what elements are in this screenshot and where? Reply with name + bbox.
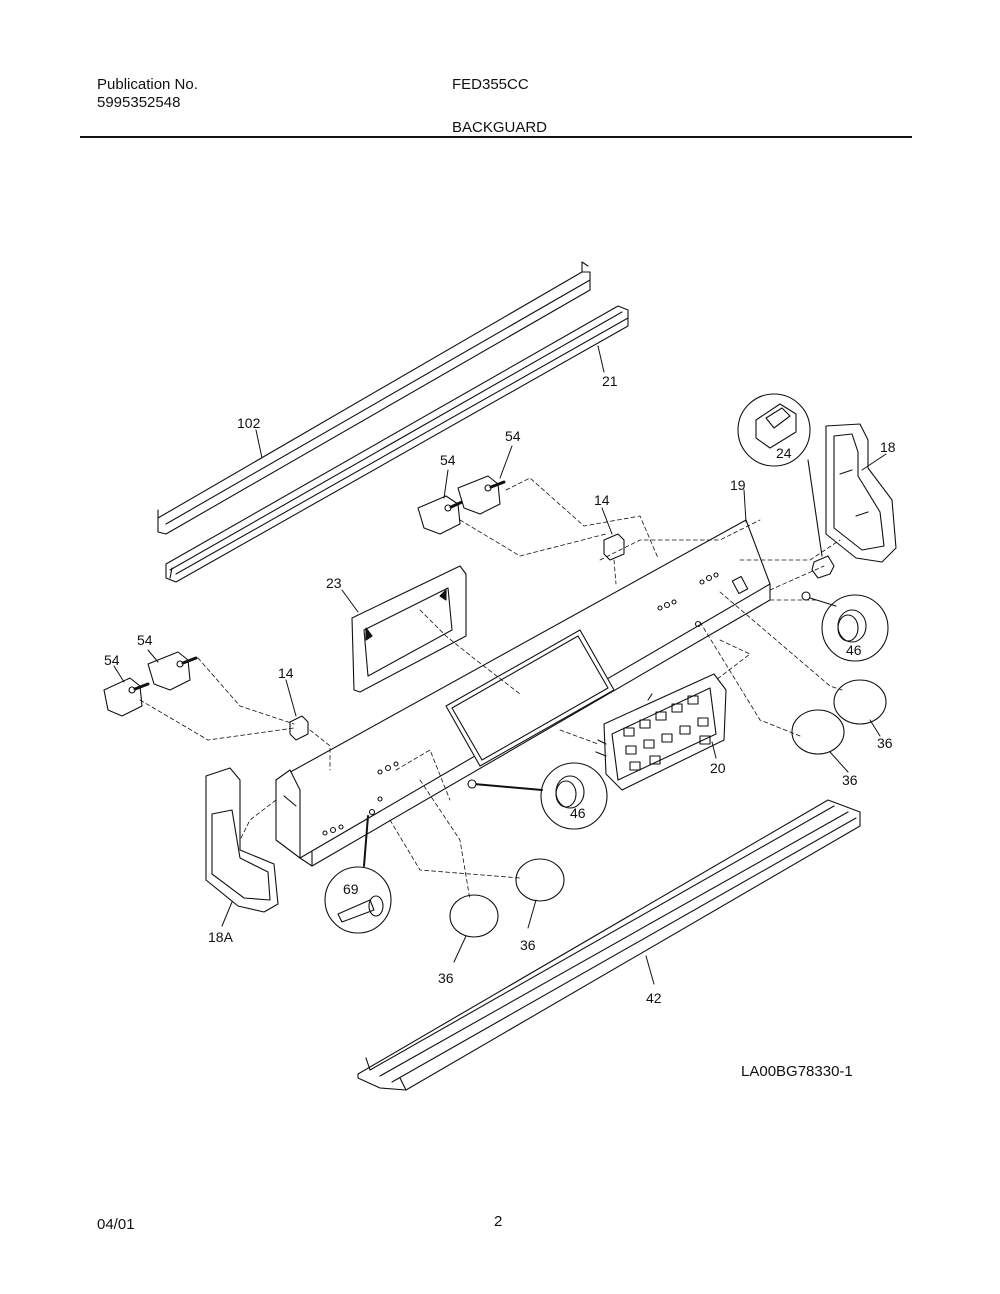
publication-label: Publication No. — [97, 76, 198, 93]
callout-54-lower-left: 54 — [104, 652, 120, 668]
part-36-knob-center — [515, 858, 565, 902]
leader-lines — [113, 345, 887, 985]
callout-18: 18 — [880, 439, 896, 455]
callout-54-lower-right: 54 — [137, 632, 153, 648]
part-36-knob-right — [791, 709, 845, 755]
drawing-code: LA00BG78330-1 — [741, 1063, 853, 1080]
publication-number: 5995352548 — [97, 94, 181, 111]
callout-36-center: 36 — [520, 937, 536, 953]
callout-14-right: 14 — [594, 492, 610, 508]
part-36-knob-left — [449, 894, 499, 938]
part-24-detail-circle — [737, 393, 835, 579]
part-54-switch-lower-left — [103, 677, 150, 717]
part-54-switch-upper-left — [417, 495, 464, 535]
callout-42: 42 — [646, 990, 662, 1006]
part-54-switch-lower-right — [147, 651, 198, 691]
part-36-knob-far-right — [833, 679, 887, 725]
header-rule — [80, 136, 912, 138]
part-46-detail-left — [467, 762, 608, 830]
part-21-top-channel — [165, 305, 629, 583]
callout-19: 19 — [730, 477, 746, 493]
part-46-detail-right — [801, 591, 889, 662]
part-18a-left-end-cap — [205, 767, 279, 913]
model-number: FED355CC — [452, 76, 529, 93]
callout-46-right: 46 — [846, 642, 862, 658]
part-18-right-end-cap — [825, 423, 897, 563]
callout-36-far-right: 36 — [877, 735, 893, 751]
section-title: BACKGUARD — [452, 119, 548, 136]
part-14-clip-left — [289, 715, 309, 741]
footer-date: 04/01 — [97, 1216, 135, 1233]
part-54-switch-upper-right — [457, 475, 506, 515]
callout-21: 21 — [602, 373, 618, 389]
callout-46-left: 46 — [570, 805, 586, 821]
callout-20: 20 — [710, 760, 726, 776]
callout-24: 24 — [776, 445, 792, 461]
callout-18a: 18A — [208, 929, 234, 945]
part-42-bottom-trim — [357, 799, 861, 1091]
part-14-clip-right — [603, 533, 625, 561]
callout-54-upper-left: 54 — [440, 452, 456, 468]
callout-54-upper-right: 54 — [505, 428, 521, 444]
callout-36-left: 36 — [438, 970, 454, 986]
page-number: 2 — [494, 1213, 503, 1230]
part-102-trim-strip — [157, 261, 591, 535]
part-69-screw-detail — [324, 815, 392, 934]
callout-102: 102 — [237, 415, 261, 431]
callout-36-right: 36 — [842, 772, 858, 788]
callout-23: 23 — [326, 575, 342, 591]
part-20-clock-module — [595, 673, 727, 791]
part-23-bracket — [351, 565, 467, 693]
callout-14-left: 14 — [278, 665, 294, 681]
assembly-lines — [139, 477, 843, 901]
callout-69: 69 — [343, 881, 359, 897]
